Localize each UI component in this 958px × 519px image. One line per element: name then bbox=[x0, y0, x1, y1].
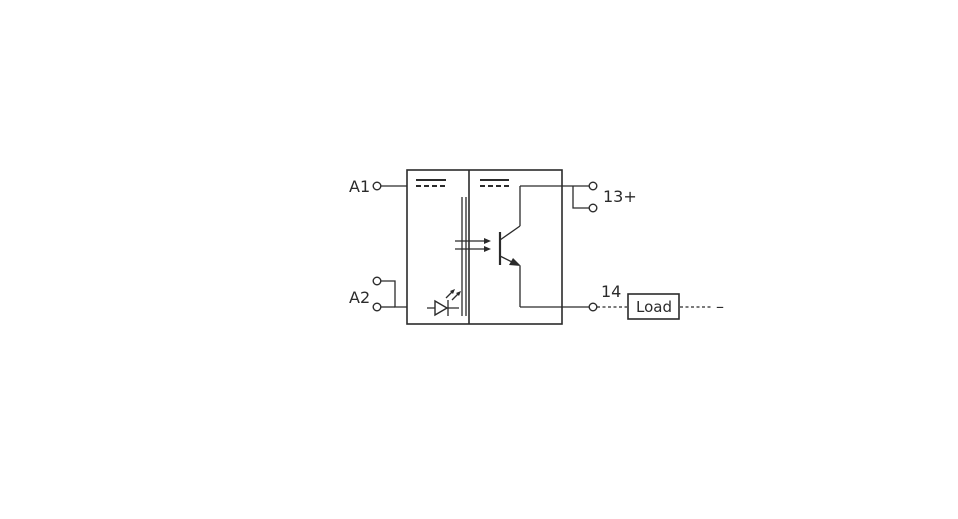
optocoupler-arrows-icon bbox=[455, 238, 491, 252]
transistor-icon bbox=[498, 186, 521, 307]
label-a1: A1 bbox=[349, 177, 370, 196]
label-minus: – bbox=[716, 297, 724, 316]
led-icon bbox=[427, 289, 461, 317]
label-14: 14 bbox=[601, 282, 621, 301]
dc-symbol-icon bbox=[416, 179, 446, 187]
terminal-a2 bbox=[372, 302, 382, 312]
dc-symbol-icon bbox=[480, 179, 509, 187]
load-label: Load bbox=[636, 298, 672, 316]
terminal-a2-upper bbox=[372, 276, 382, 286]
label-a2: A2 bbox=[349, 288, 370, 307]
wire-13-bridge bbox=[572, 186, 589, 209]
terminal-14 bbox=[588, 302, 598, 312]
isolation-barrier bbox=[461, 197, 467, 316]
terminal-13-lower bbox=[588, 203, 598, 213]
terminal-a1 bbox=[372, 181, 382, 191]
label-13-plus: 13+ bbox=[603, 187, 637, 206]
module-housing bbox=[406, 169, 563, 325]
wire-a2 bbox=[381, 280, 407, 308]
terminal-13-upper bbox=[588, 181, 598, 191]
load-box bbox=[627, 293, 680, 320]
